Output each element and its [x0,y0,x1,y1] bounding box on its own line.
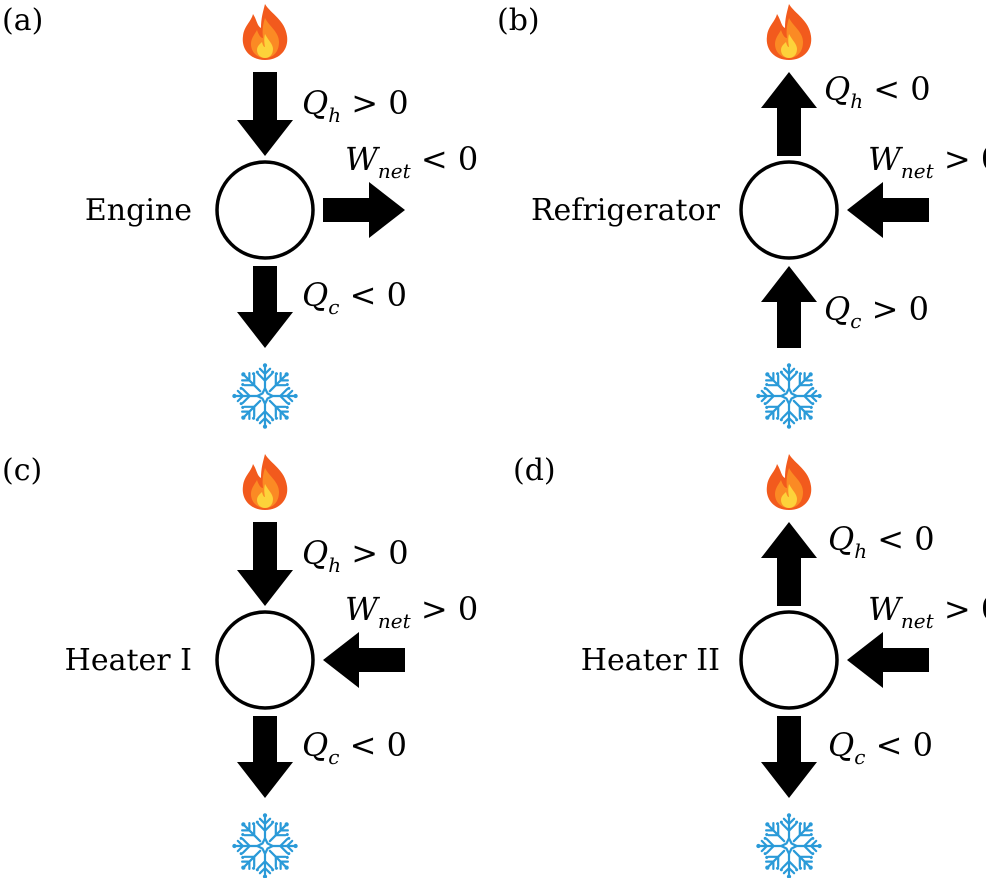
device-label: Refrigerator [531,193,721,228]
device-label: Engine [85,193,192,228]
panel-b: (b) Qh < 0 Refrigerator Wnet > 0 Qc > 0 [497,3,986,429]
panel-a: (a) Qh > 0 Engine Wnet < 0 Qc < 0 [2,3,478,429]
qc-label: Qc > 0 [824,290,929,333]
qc-label: Qc < 0 [302,726,407,769]
panel-d: (d) Qh < 0 Heater II Wnet > 0 Qc < 0 [513,453,986,878]
device-label: Heater II [581,643,720,678]
qh-arrow [237,522,293,606]
qh-label: Qh < 0 [824,70,931,113]
work-arrow [323,632,405,688]
flame-icon [766,4,812,60]
panel-tag: (c) [2,453,42,488]
panel-c: (c) Qh > 0 Heater I Wnet > 0 Qc < 0 [2,453,478,878]
flame-icon [766,454,812,510]
flame-icon [242,4,288,60]
qc-arrow [761,716,817,798]
qh-label: Qh < 0 [828,520,935,563]
snowflake-icon [232,813,297,878]
work-arrow [847,632,929,688]
qc-label: Qc < 0 [302,276,407,319]
device-circle [215,160,315,260]
qc-label: Qc < 0 [828,726,933,769]
qc-arrow [237,716,293,798]
work-arrow [323,182,405,238]
work-label: Wnet > 0 [345,590,478,633]
device-label: Heater I [65,643,192,678]
panel-tag: (b) [497,3,540,38]
work-arrow [847,182,929,238]
qh-arrow [761,72,817,156]
panel-tag: (a) [2,3,43,38]
qh-arrow [761,522,817,606]
work-label: Wnet > 0 [868,590,986,633]
snowflake-icon [756,363,821,428]
work-label: Wnet < 0 [345,140,478,183]
device-circle [215,610,315,710]
snowflake-icon [756,813,821,878]
qh-label: Qh > 0 [302,84,409,127]
panel-tag: (d) [513,453,556,488]
qc-arrow [761,266,817,348]
device-circle [739,610,839,710]
device-circle [739,160,839,260]
work-label: Wnet > 0 [868,140,986,183]
snowflake-icon [232,363,297,428]
qh-arrow [237,72,293,156]
qh-label: Qh > 0 [302,534,409,577]
flame-icon [242,454,288,510]
qc-arrow [237,266,293,348]
